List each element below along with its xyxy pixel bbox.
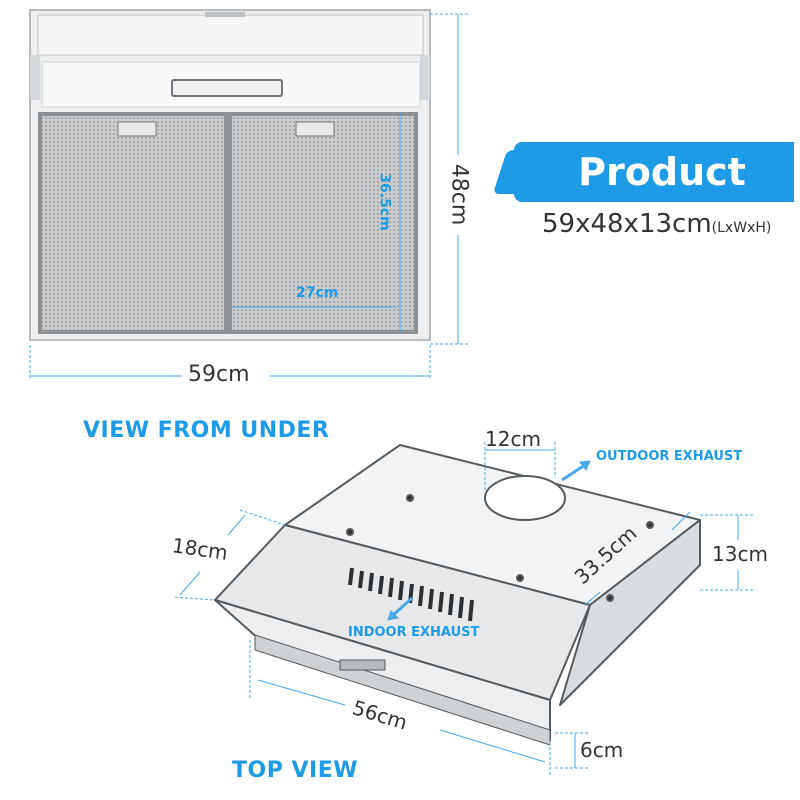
top-height-label: 13cm — [712, 542, 768, 566]
indoor-exhaust-label: INDOOR EXHAUST — [348, 625, 480, 640]
exhaust-arrows — [387, 460, 591, 621]
filter-handle-left — [117, 121, 157, 137]
hood-under-view — [29, 9, 431, 341]
top-view-heading: TOP VIEW — [232, 758, 358, 783]
grease-filter-left — [38, 112, 228, 334]
outdoor-exhaust-label: OUTDOOR EXHAUST — [596, 449, 743, 464]
filter-width-label: 27cm — [296, 285, 339, 301]
overall-dimensions: 59x48x13cm(LxWxH) — [542, 209, 771, 239]
lip-height-label: 6cm — [580, 738, 624, 762]
light-panel — [171, 79, 283, 97]
product-size-title: Product size — [578, 150, 746, 254]
under-depth-label: 48cm — [446, 163, 472, 226]
filter-handle-right — [295, 121, 335, 137]
under-view-dimension-lines — [29, 13, 470, 380]
product-size-badge — [514, 142, 794, 202]
hood-top-view — [214, 444, 701, 746]
filter-height-label: 36.5cm — [376, 173, 393, 231]
front-vent-slots — [348, 567, 474, 622]
under-width-label: 59cm — [188, 362, 250, 387]
overall-dimensions-value: 59x48x13cm — [542, 209, 712, 239]
grease-filter-right — [228, 112, 418, 334]
view-from-under-heading: VIEW FROM UNDER — [83, 418, 330, 443]
overall-dimensions-suffix: (LxWxH) — [711, 220, 772, 236]
control-buttons — [339, 659, 386, 671]
outlet-diameter-label: 12cm — [485, 427, 541, 451]
top-view-dimension-lines — [174, 442, 755, 775]
